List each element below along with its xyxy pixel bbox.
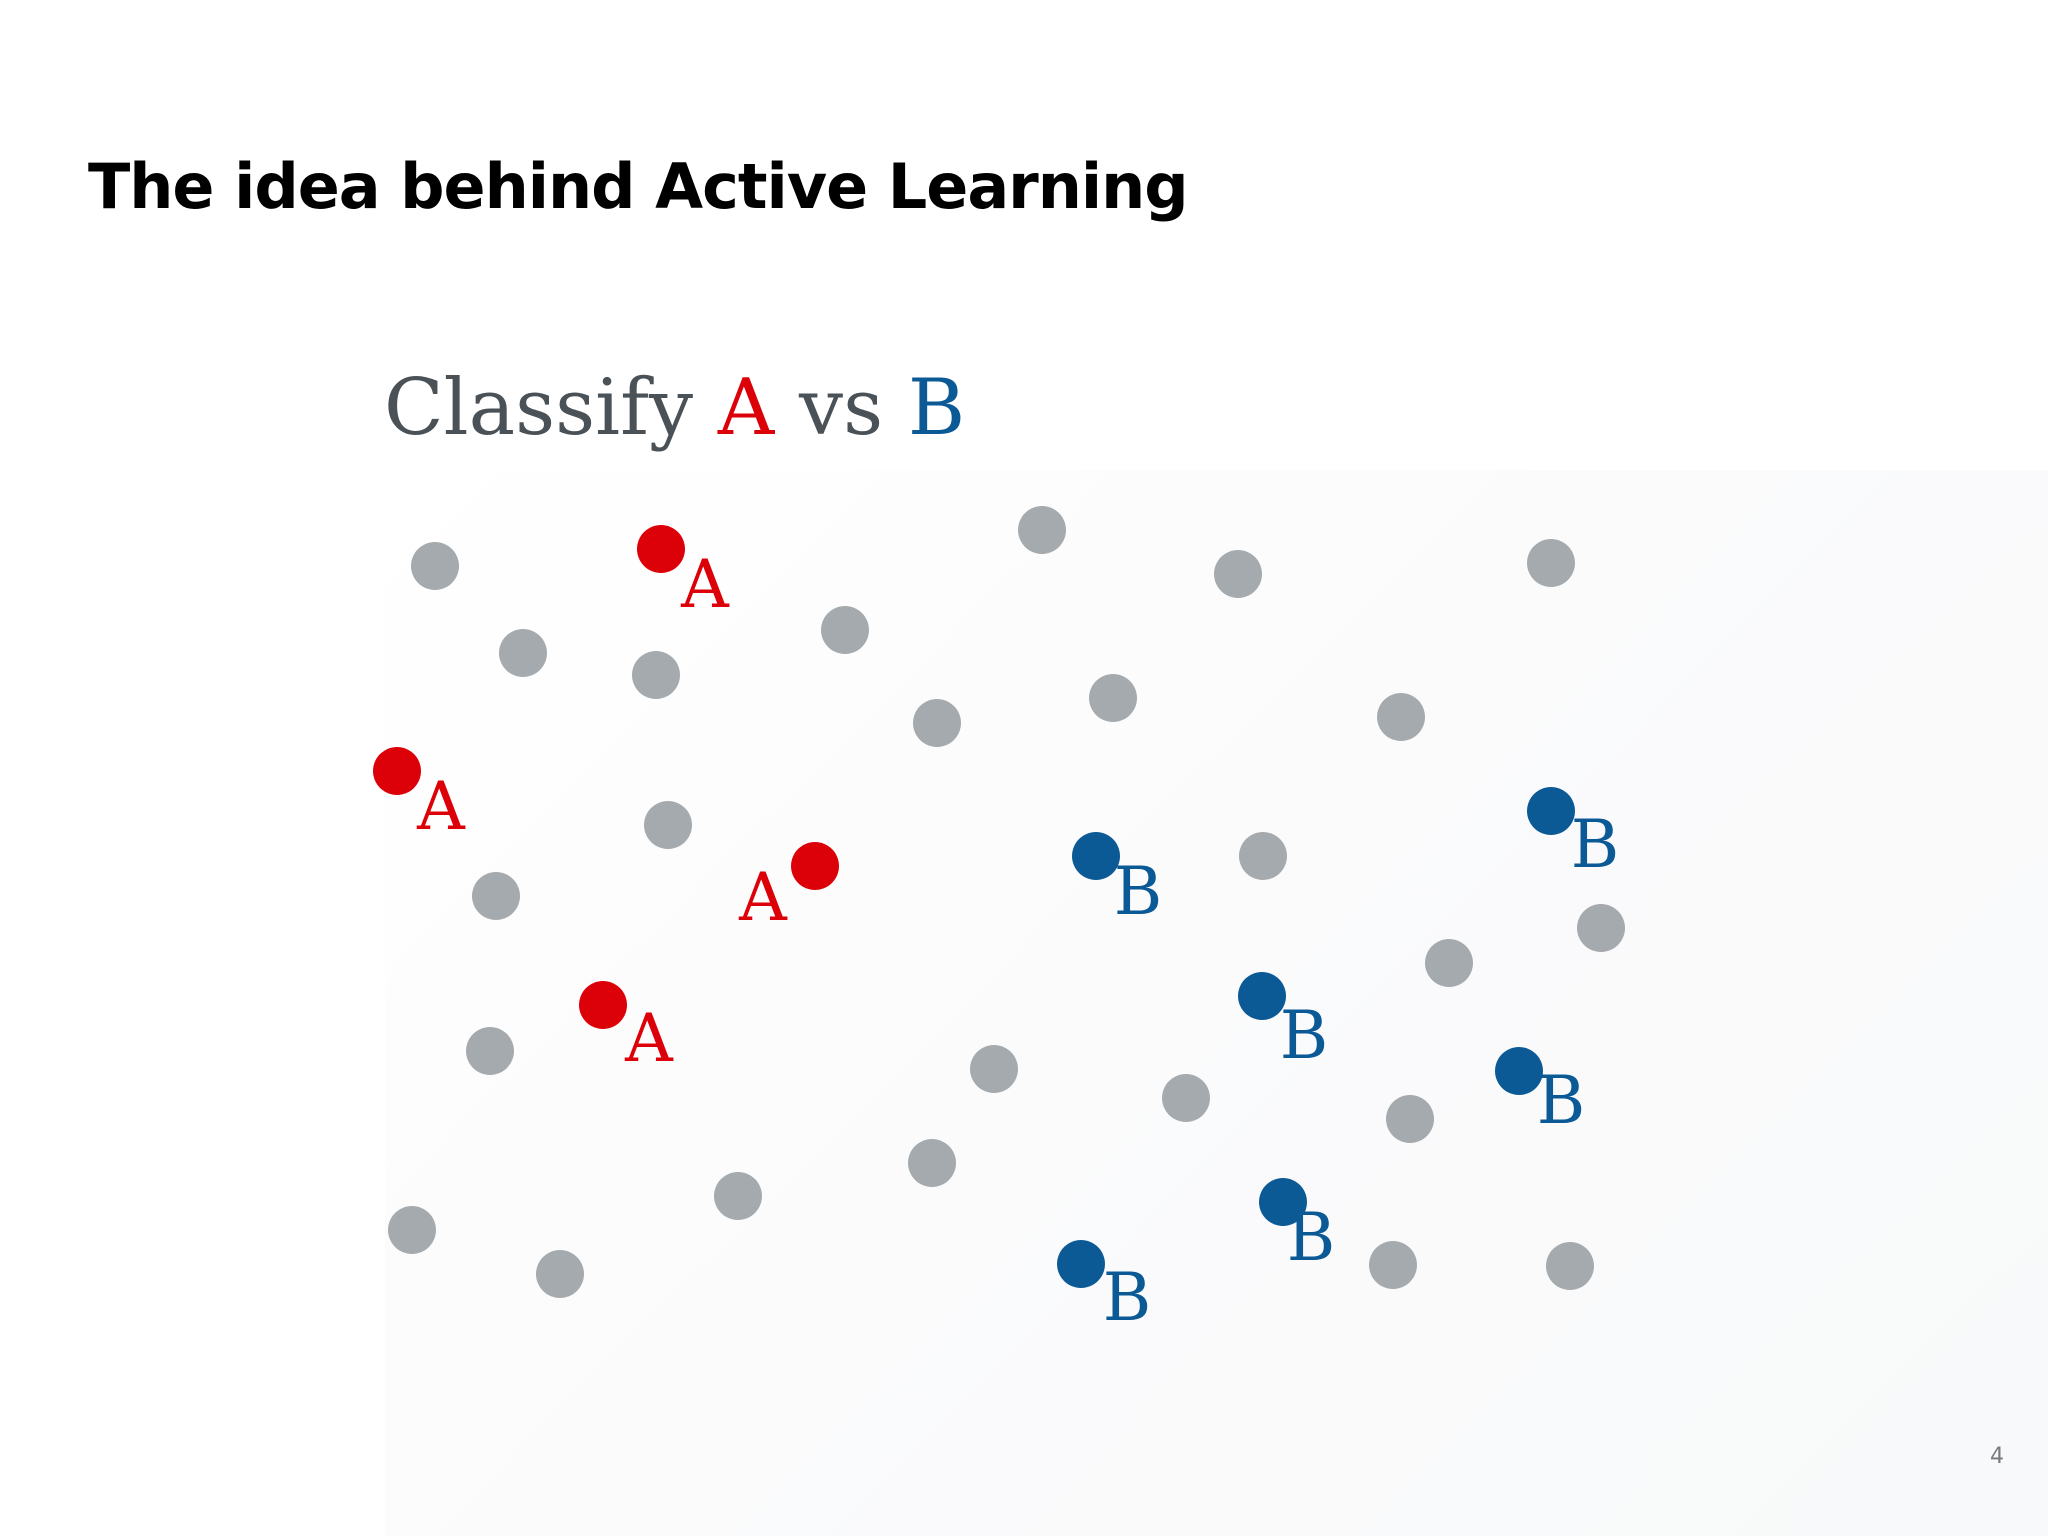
unlabeled-point xyxy=(913,699,961,747)
unlabeled-point xyxy=(1386,1095,1434,1143)
unlabeled-point xyxy=(1377,693,1425,741)
unlabeled-point xyxy=(908,1139,956,1187)
class-a-point xyxy=(579,981,627,1029)
class-b-point xyxy=(1495,1047,1543,1095)
unlabeled-point xyxy=(1018,506,1066,554)
class-a-label: A xyxy=(416,768,466,845)
class-a-point xyxy=(373,747,421,795)
unlabeled-point xyxy=(821,606,869,654)
page-number: 4 xyxy=(1990,1444,2004,1469)
unlabeled-point xyxy=(1162,1074,1210,1122)
class-b-point xyxy=(1527,787,1575,835)
unlabeled-point xyxy=(644,801,692,849)
unlabeled-point xyxy=(1546,1242,1594,1290)
unlabeled-point xyxy=(472,872,520,920)
heading-prefix: Classify xyxy=(384,363,718,453)
figure-heading: Classify A vs B xyxy=(384,363,965,453)
figure-background xyxy=(385,470,2048,1536)
unlabeled-point xyxy=(1577,904,1625,952)
unlabeled-point xyxy=(1527,539,1575,587)
slide-title: The idea behind Active Learning xyxy=(88,150,1189,223)
unlabeled-point xyxy=(1239,832,1287,880)
class-b-label: B xyxy=(1537,1062,1586,1139)
unlabeled-point xyxy=(411,542,459,590)
class-a-label: A xyxy=(624,1000,674,1077)
unlabeled-point xyxy=(1089,674,1137,722)
heading-class-b: B xyxy=(908,363,965,453)
unlabeled-point xyxy=(388,1206,436,1254)
class-a-label: A xyxy=(738,859,788,936)
class-a-point xyxy=(791,842,839,890)
class-b-label: B xyxy=(1280,997,1329,1074)
unlabeled-point xyxy=(1214,550,1262,598)
class-a-point xyxy=(637,525,685,573)
unlabeled-point xyxy=(632,651,680,699)
unlabeled-point xyxy=(536,1250,584,1298)
class-b-point xyxy=(1259,1178,1307,1226)
unlabeled-point xyxy=(970,1045,1018,1093)
unlabeled-point xyxy=(1425,939,1473,987)
class-b-label: B xyxy=(1114,853,1163,930)
heading-class-a: A xyxy=(717,363,776,453)
class-b-label: B xyxy=(1287,1199,1336,1276)
class-b-label: B xyxy=(1571,806,1620,883)
class-a-label: A xyxy=(680,546,730,623)
class-b-point xyxy=(1057,1240,1105,1288)
heading-middle: vs xyxy=(774,363,908,453)
unlabeled-point xyxy=(466,1027,514,1075)
class-b-point xyxy=(1238,972,1286,1020)
unlabeled-point xyxy=(714,1172,762,1220)
class-b-point xyxy=(1072,832,1120,880)
unlabeled-point xyxy=(499,629,547,677)
unlabeled-point xyxy=(1369,1241,1417,1289)
class-b-label: B xyxy=(1103,1259,1152,1336)
